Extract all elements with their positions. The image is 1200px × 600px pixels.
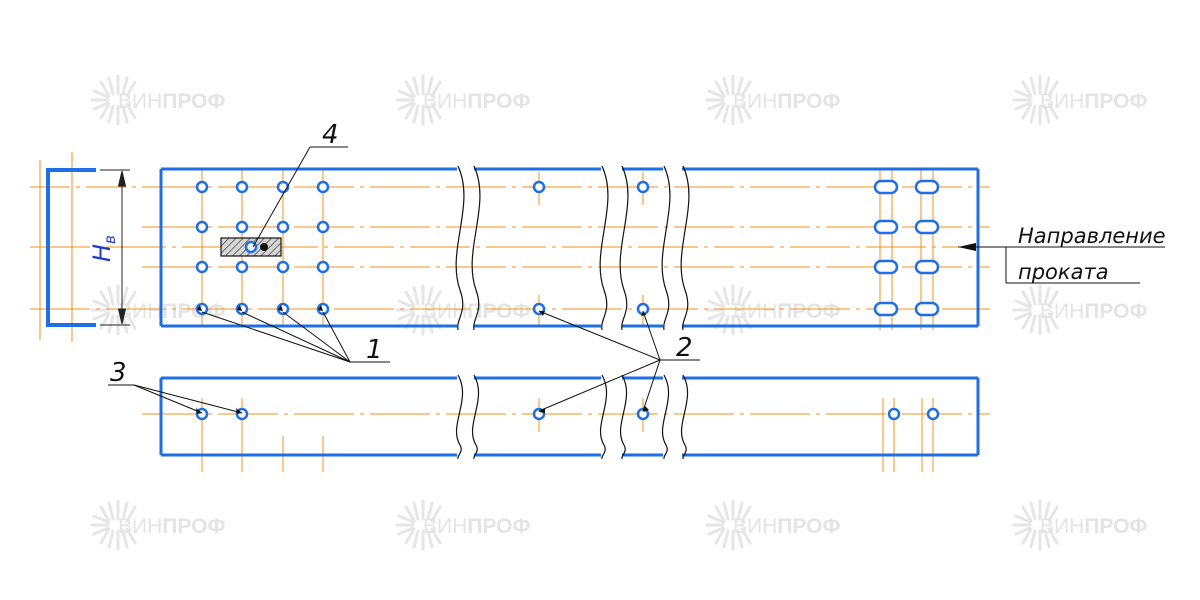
watermark-text: ВИНПРОФ: [118, 300, 225, 323]
slotted-hole: [873, 219, 899, 235]
watermark-text: ВИНПРОФ: [1040, 90, 1147, 113]
rolling-direction-label-line1: Направление: [1018, 224, 1166, 248]
bolt-hole: [276, 260, 290, 274]
web-strip: [159, 165, 980, 331]
bolt-hole: [235, 180, 249, 194]
slotted-hole: [914, 259, 940, 275]
bolt-hole: [195, 180, 209, 194]
watermark-text: ВИНПРОФ: [423, 515, 530, 538]
bolt-hole: [195, 220, 209, 234]
bolt-hole: [316, 180, 330, 194]
callout-4-dot: [260, 243, 268, 251]
bolt-hole: [636, 180, 650, 194]
flange-break-lines: [455, 374, 689, 460]
watermark-text: ВИНПРОФ: [733, 515, 840, 538]
hole-layer: [195, 180, 940, 421]
slot-layer: [873, 179, 940, 317]
bolt-hole: [276, 220, 290, 234]
leader-lines: [108, 146, 1165, 414]
callout-4-label: 4: [322, 120, 339, 150]
bolt-hole: [926, 407, 940, 421]
callout-1-label: 1: [366, 335, 383, 365]
watermark-text: ВИНПРОФ: [423, 90, 530, 113]
callout-2-label: 2: [676, 333, 693, 363]
height-dimension: [100, 169, 130, 326]
height-dimension-label: Hв: [88, 235, 119, 262]
bolt-hole: [636, 407, 650, 421]
watermark-text: ВИНПРОФ: [733, 90, 840, 113]
bolt-hole: [276, 180, 290, 194]
bolt-hole: [316, 260, 330, 274]
slotted-hole: [873, 179, 899, 195]
web-break-lines: [455, 165, 690, 331]
bolt-hole: [532, 180, 546, 194]
rolling-direction-label-line2: проката: [1018, 260, 1109, 284]
leader-arrowheads: [196, 243, 976, 414]
watermark-text: ВИНПРОФ: [1040, 300, 1147, 323]
direction-arrow-icon: [958, 243, 976, 251]
bolt-hole: [235, 260, 249, 274]
flange-strip: [159, 374, 980, 460]
watermark-layer: ВИНПРОФ ВИНПРОФ ВИНПРОФ ВИНПРОФ ВИНПРОФ ВИНПР…: [90, 74, 1147, 551]
slotted-hole: [914, 301, 940, 317]
bolt-hole: [244, 240, 258, 254]
bolt-hole: [235, 220, 249, 234]
bolt-hole: [887, 407, 901, 421]
slotted-hole: [914, 179, 940, 195]
slotted-hole: [873, 259, 899, 275]
bolt-hole: [195, 260, 209, 274]
watermark-text: ВИНПРОФ: [1040, 515, 1147, 538]
channel-profile-section: Hв: [46, 168, 130, 327]
watermark-text: ВИНПРОФ: [118, 515, 225, 538]
bolt-hole: [316, 220, 330, 234]
watermark-text: ВИНПРОФ: [733, 300, 840, 323]
slotted-hole: [873, 301, 899, 317]
callout-3-label: 3: [110, 358, 127, 388]
watermark-text: ВИНПРОФ: [118, 90, 225, 113]
watermark-text: ВИНПРОФ: [423, 300, 530, 323]
slotted-hole: [914, 219, 940, 235]
